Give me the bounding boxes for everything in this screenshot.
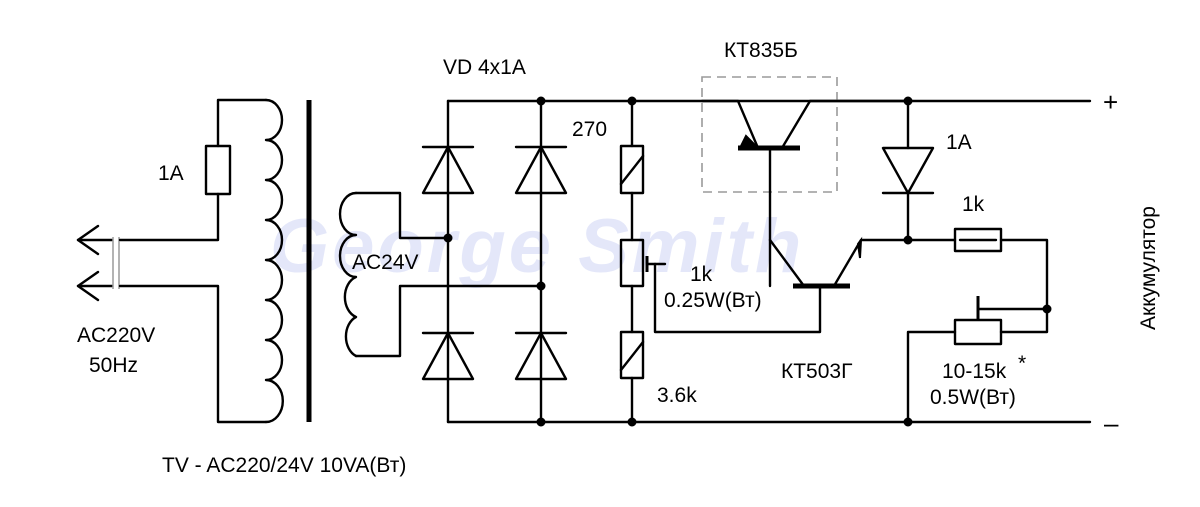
secondary-voltage-label: AC24V bbox=[352, 251, 419, 274]
battery-label: Аккумулятор bbox=[1137, 206, 1160, 330]
bridge-diode-4 bbox=[514, 331, 568, 381]
resistor-3k6-label: 3.6k bbox=[657, 384, 697, 407]
output-diode-label: 1A bbox=[946, 131, 972, 154]
resistor-1k-out-label: 1k bbox=[962, 193, 985, 216]
bridge-wiring bbox=[446, 99, 1092, 424]
bridge-label: VD 4x1A bbox=[443, 56, 526, 79]
trimmer-10-15k-value-label: 10-15k bbox=[942, 360, 1007, 383]
resistor-270 bbox=[619, 144, 645, 195]
mains-voltage-label: AC220V bbox=[77, 324, 155, 347]
kt835-label: КТ835Б bbox=[724, 39, 798, 62]
resistor-3k6 bbox=[619, 330, 645, 380]
trimmer-10-15k-power-label: 0.5W(Вт) bbox=[930, 386, 1016, 409]
watermark: George Smith bbox=[270, 204, 804, 289]
resistor-1k-out bbox=[906, 227, 1049, 311]
primary-fuse bbox=[204, 144, 232, 196]
junction-dots bbox=[443, 96, 1052, 427]
transistor-kt503 bbox=[653, 236, 910, 334]
bridge-diode-3 bbox=[421, 331, 475, 381]
mains-frequency-label: 50Hz bbox=[89, 354, 138, 377]
fuse-primary-label: 1A bbox=[158, 162, 184, 185]
transistor-kt835 bbox=[700, 99, 910, 288]
resistor-270-label: 270 bbox=[572, 118, 607, 141]
transformer-label: TV - AC220/24V 10VA(Вт) bbox=[162, 454, 406, 477]
trimmer-1k-power-label: 0.25W(Вт) bbox=[664, 289, 762, 312]
bridge-diode-1 bbox=[421, 145, 475, 195]
minus-terminal-label: – bbox=[1104, 408, 1119, 438]
bridge-diode-2 bbox=[514, 145, 568, 195]
trimmer-star-label: * bbox=[1018, 352, 1026, 375]
trimmer-1k-value-label: 1k bbox=[690, 263, 713, 286]
secondary-winding bbox=[338, 191, 358, 358]
mains-wiring bbox=[118, 98, 268, 424]
mains-plug bbox=[76, 224, 120, 302]
kt503-label: КТ503Г bbox=[781, 360, 852, 383]
primary-winding bbox=[264, 98, 284, 424]
output-diode bbox=[881, 99, 935, 242]
secondary-wiring bbox=[354, 191, 543, 358]
plus-terminal-label: + bbox=[1103, 87, 1118, 117]
